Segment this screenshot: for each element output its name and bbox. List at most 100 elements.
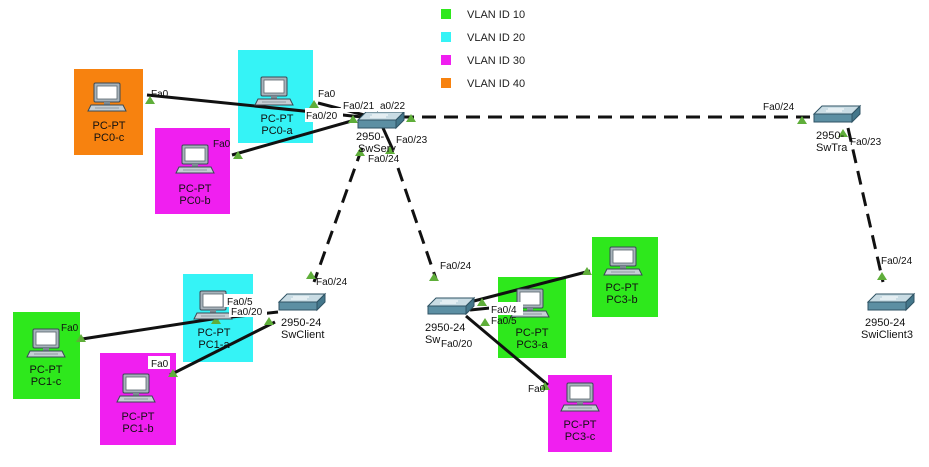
device-name: PC1-c	[31, 376, 62, 388]
port-label: Fa0/23	[396, 135, 428, 146]
pc-pc3-c[interactable]: PC-PT PC3-c	[560, 382, 600, 443]
port-label: Fa0	[61, 323, 79, 334]
switch-icon	[278, 293, 326, 311]
pc-icon	[175, 144, 215, 174]
port-indicator	[406, 114, 416, 122]
switch-swserver[interactable]: 2950- SwServ	[356, 111, 405, 155]
legend-item-vlan40: VLAN ID 40	[441, 78, 525, 90]
link-swserver-swclient2[interactable]	[396, 167, 438, 280]
port-indicator	[76, 334, 86, 342]
pc-icon	[87, 82, 127, 112]
switch-swclient3[interactable]: 2950-24 SwiClient3	[861, 293, 915, 341]
port-indicator	[540, 382, 550, 390]
device-model: PC-PT	[122, 411, 155, 423]
legend: VLAN ID 10 VLAN ID 20 VLAN ID 30 VLAN ID…	[441, 9, 525, 90]
device-model: PC-PT	[606, 282, 639, 294]
legend-label: VLAN ID 10	[467, 9, 525, 21]
pc-pc3-a[interactable]: PC-PT PC3-a	[510, 288, 550, 351]
port-label: Fa0/20	[441, 339, 473, 350]
switch-icon	[357, 111, 405, 129]
device-name: Sw	[425, 334, 440, 346]
port-label: Fa0/24	[440, 261, 472, 272]
port-labels: Fa0 Fa0 Fa0 Fa0 Fa0 Fa0 Fa0/21 a0/22 Fa0…	[61, 89, 913, 395]
port-indicator	[309, 100, 319, 108]
legend-item-vlan30: VLAN ID 30	[441, 55, 525, 67]
port-indicator	[477, 298, 487, 306]
device-model: PC-PT	[179, 183, 212, 195]
port-label-bg	[305, 108, 343, 122]
port-indicator	[145, 96, 155, 104]
port-indicator	[168, 369, 178, 377]
legend-item-vlan20: VLAN ID 20	[441, 32, 525, 44]
device-model: 2950-24	[281, 317, 321, 329]
device-name: PC0-c	[94, 132, 125, 144]
port-indicator	[385, 146, 395, 154]
legend-item-vlan10: VLAN ID 10	[441, 9, 525, 21]
link-swserver-swclient[interactable]	[312, 147, 364, 283]
legend-swatch	[441, 55, 451, 65]
link-swtrans-swclient3[interactable]	[846, 127, 885, 283]
port-label: Fa0/24	[881, 256, 913, 267]
port-label-bg	[148, 356, 170, 369]
link-pc1c-swclient	[81, 314, 233, 341]
pc-pc0-c[interactable]: PC-PT PC0-c	[87, 82, 127, 144]
pc-pc1-b[interactable]: PC-PT PC1-b	[116, 373, 156, 435]
device-model: PC-PT	[564, 419, 597, 431]
port-indicator	[429, 273, 439, 281]
port-label: Fa0	[528, 384, 546, 395]
device-model: PC-PT	[30, 364, 63, 376]
port-label: Fa0/23	[850, 137, 882, 148]
pc-icon	[26, 328, 66, 358]
pc-icon	[254, 76, 294, 106]
pc-pc1-a[interactable]: PC-PT PC1-a	[193, 290, 233, 351]
switch-icon	[813, 105, 861, 123]
switch-icon	[867, 293, 915, 311]
port-label: Fa0/24	[368, 154, 400, 165]
port-indicator	[355, 148, 365, 156]
device-name: PC3-c	[565, 431, 596, 443]
port-label-bg	[229, 305, 267, 317]
device-model: PC-PT	[261, 113, 294, 125]
port-label-bg	[378, 98, 412, 112]
switch-swclient[interactable]: 2950-24 SwClient	[278, 293, 326, 341]
device-name: PC3-b	[606, 294, 637, 306]
device-name: SwiClient3	[861, 329, 913, 341]
port-label: Fa0/20	[306, 111, 338, 122]
port-label-bg	[224, 294, 260, 307]
device-name: PC0-a	[261, 125, 293, 137]
switch-swtrans[interactable]: 2950- SwTra	[813, 105, 861, 154]
legend-swatch	[441, 9, 451, 19]
device-name: PC3-a	[516, 339, 548, 351]
port-label-bg	[489, 302, 523, 315]
legend-label: VLAN ID 30	[467, 55, 525, 67]
device-model: 2950-24	[865, 317, 905, 329]
device-model: PC-PT	[516, 327, 549, 339]
legend-label: VLAN ID 40	[467, 78, 525, 90]
port-label: a0/22	[380, 101, 405, 112]
pc-icon	[560, 382, 600, 412]
link-swclient2-pc3c	[465, 314, 549, 387]
port-label: Fa0/21	[343, 101, 375, 112]
port-label-bg	[341, 98, 377, 112]
device-model: 2950-	[816, 130, 844, 142]
device-name: PC1-b	[122, 423, 153, 435]
port-indicator	[838, 129, 848, 137]
pc-pc3-b[interactable]: PC-PT PC3-b	[603, 246, 643, 306]
port-label: Fa0/24	[316, 277, 348, 288]
port-label: Fa0	[318, 89, 336, 100]
port-label: Fa0/24	[763, 102, 795, 113]
port-indicator	[480, 318, 490, 326]
legend-swatch	[441, 78, 451, 88]
device-model: 2950-	[356, 131, 384, 143]
device-model: PC-PT	[93, 120, 126, 132]
pc-pc0-b[interactable]: PC-PT PC0-b	[175, 144, 215, 207]
device-model: 2950-24	[425, 322, 465, 334]
pc-icon	[603, 246, 643, 276]
link-pc1b-swclient	[169, 320, 276, 377]
port-indicator	[233, 151, 243, 159]
pc-pc1-c[interactable]: PC-PT PC1-c	[26, 328, 66, 388]
link-swserver-stub	[381, 127, 395, 151]
pc-pc0-a[interactable]: PC-PT PC0-a	[254, 76, 294, 137]
switch-swclient2[interactable]: 2950-24 Sw	[425, 297, 475, 346]
legend-swatch	[441, 32, 451, 42]
